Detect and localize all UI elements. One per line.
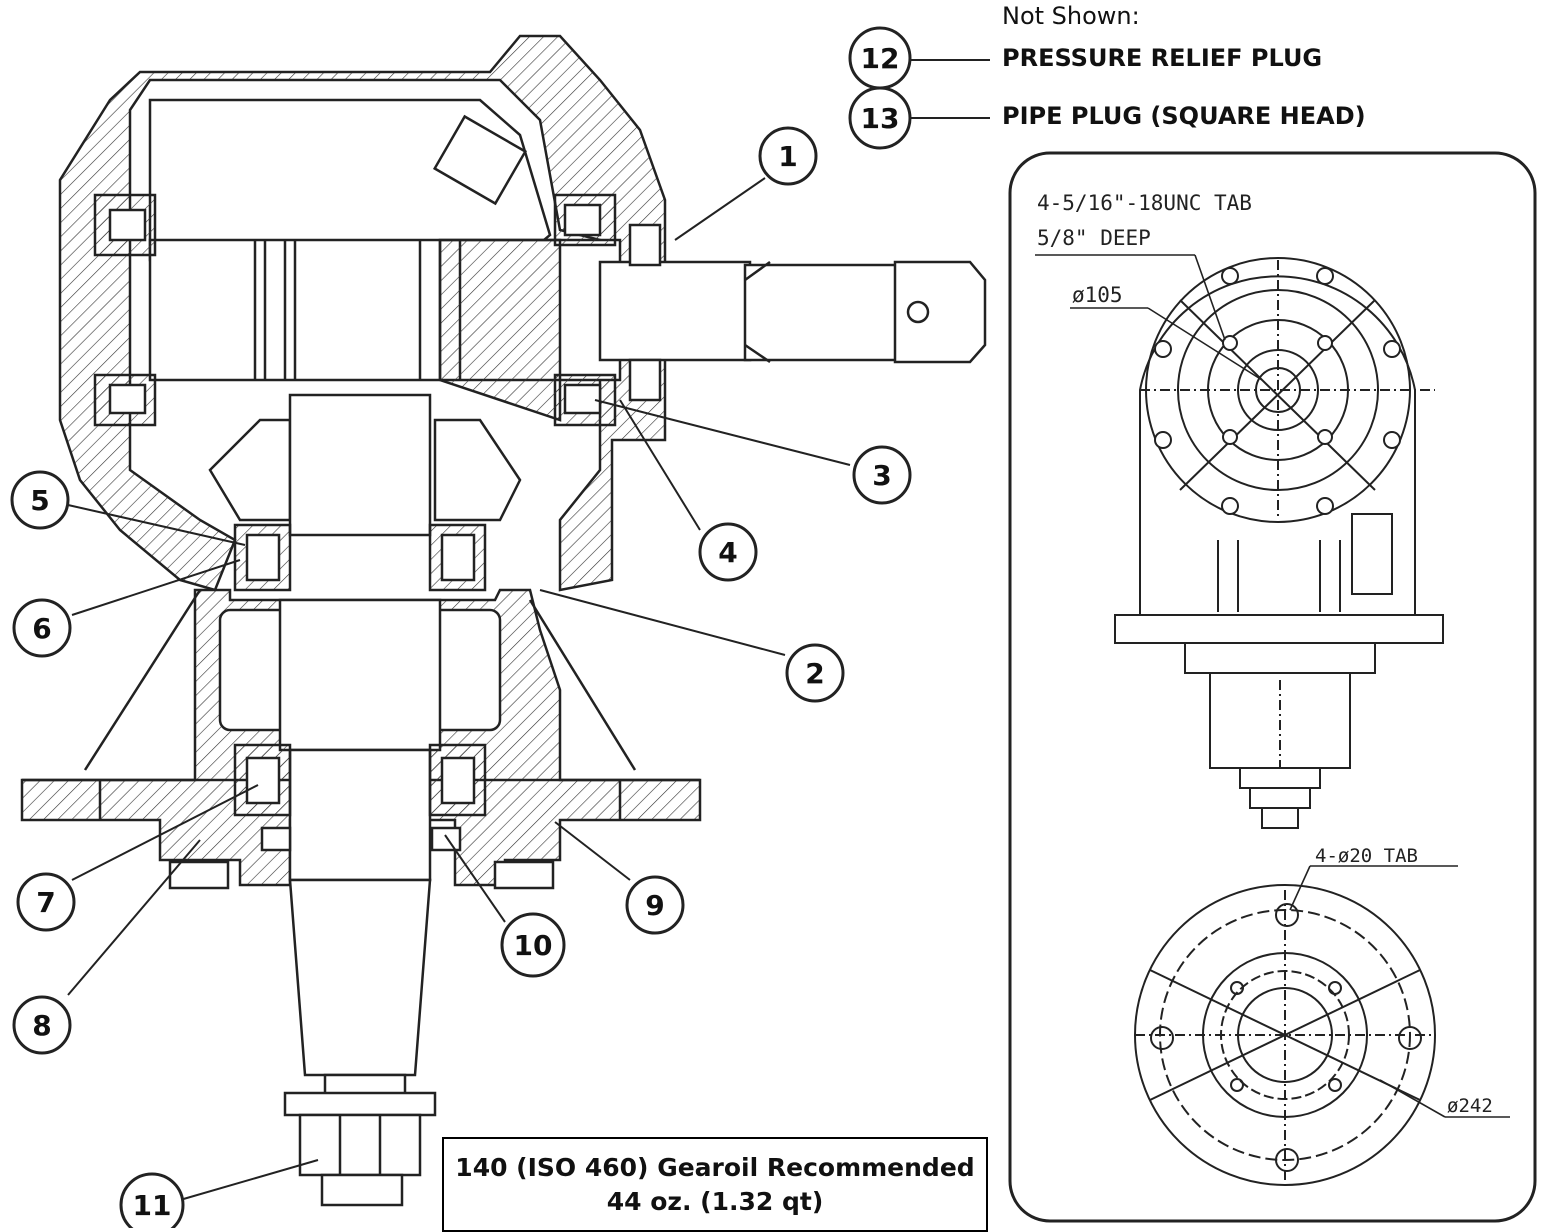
callout-7 [16,872,76,932]
callout-5 [10,470,70,530]
bevel-gears [208,114,562,522]
callout-2 [785,643,845,703]
callout-3 [852,445,912,505]
callout-9 [625,875,685,935]
output-shaft [278,393,442,1207]
flange-view [1134,884,1436,1186]
callout-label-8: 8 [32,1009,51,1042]
callout-label-5: 5 [30,484,49,517]
callout-label-11: 11 [133,1189,172,1222]
callout-10 [500,912,566,978]
input-shaft [148,238,987,382]
callout-11 [119,1172,185,1228]
not-shown-heading: Not Shown: [1002,2,1140,30]
callout-labels: 1 2 3 4 5 6 7 8 9 10 11 12 13 [30,42,899,1222]
callout-label-3: 3 [872,459,891,492]
callout-13 [848,86,912,150]
callout-label-10: 10 [514,929,553,962]
tap-depth-label: 5/8" DEEP [1037,226,1151,250]
leader-lines [67,59,990,1201]
callout-label-9: 9 [645,889,664,922]
callout-label-4: 4 [718,536,737,569]
oil-note-line2: 44 oz. (1.32 qt) [606,1187,824,1216]
tap-label: 4-5/16"-18UNC TAB [1037,191,1252,215]
shaft-hole [906,300,930,324]
bolt-hole-label: 4-ø20 TAB [1315,845,1418,867]
oil-note-line1: 140 (ISO 460) Gearoil Recommended [455,1153,975,1182]
callout-1 [758,126,818,186]
inset-panel: 4-5/16"-18UNC TAB 5/8" DEEP ø105 4-ø20 T… [1008,151,1537,1223]
callout-label-7: 7 [36,886,55,919]
callout-label-13: 13 [861,102,900,135]
dia-242-label: ø242 [1447,1095,1493,1117]
bearings-lower [168,523,555,890]
oil-note-box: 140 (ISO 460) Gearoil Recommended 44 oz.… [442,1137,988,1232]
callout-6 [12,598,72,658]
dia-105-label: ø105 [1072,283,1123,307]
callout-bubbles [10,26,912,1228]
callout-4 [698,522,758,582]
part-12-label: PRESSURE RELIEF PLUG [1002,44,1323,72]
inset-labels: 4-5/16"-18UNC TAB 5/8" DEEP ø105 4-ø20 T… [1037,191,1493,1117]
callout-label-12: 12 [861,42,900,75]
front-view [1114,257,1444,829]
callout-label-1: 1 [778,140,797,173]
inset-leaders [1035,254,1510,1118]
bearings-upper [93,193,662,427]
callout-8 [12,995,72,1055]
part-13-label: PIPE PLUG (SQUARE HEAD) [1002,102,1366,130]
callout-label-6: 6 [32,612,51,645]
callout-label-2: 2 [805,657,824,690]
